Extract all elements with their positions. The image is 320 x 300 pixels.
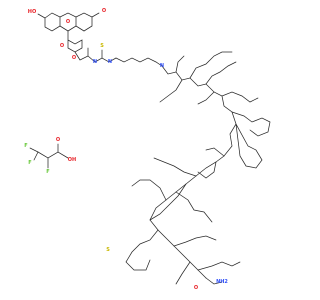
atom-label-nh-thio-b: N	[108, 59, 112, 65]
amino-acid-side-chains	[125, 51, 271, 285]
peptide-backbone	[149, 65, 237, 279]
linker-chain	[94, 49, 163, 67]
atom-label-o-carbonyl-a: O	[60, 43, 64, 49]
atom-label-o-term: O	[194, 285, 198, 291]
atom-labels: HO O O O O S N N N O OH F F F S NH2 O	[24, 8, 228, 291]
atom-label-o-right: O	[102, 8, 106, 14]
atom-label-nh-thio-a: N	[93, 59, 97, 65]
atom-label-s-thio: S	[100, 43, 104, 49]
atom-label-o-carbonyl-b: O	[72, 55, 76, 61]
atom-label-oh-left: HO	[28, 9, 36, 15]
trifluoroacetic-acid	[29, 143, 69, 169]
atom-label-n-amide: N	[160, 63, 164, 69]
atom-label-f3: F	[46, 169, 49, 175]
atom-label-o-acid: O	[56, 137, 60, 143]
molecule-structure-diagram: HO O O O O S N N N O OH F F F S NH2 O	[24, 8, 271, 291]
atom-label-oh-acid: OH	[68, 157, 76, 163]
atom-label-s-met: S	[106, 247, 110, 253]
fluorescein-moiety	[37, 12, 100, 63]
atom-label-f2: F	[28, 160, 31, 166]
atom-label-o-ring: O	[66, 19, 70, 25]
atom-label-nh-amide: NH2	[216, 279, 228, 285]
atom-label-f1: F	[24, 143, 27, 149]
